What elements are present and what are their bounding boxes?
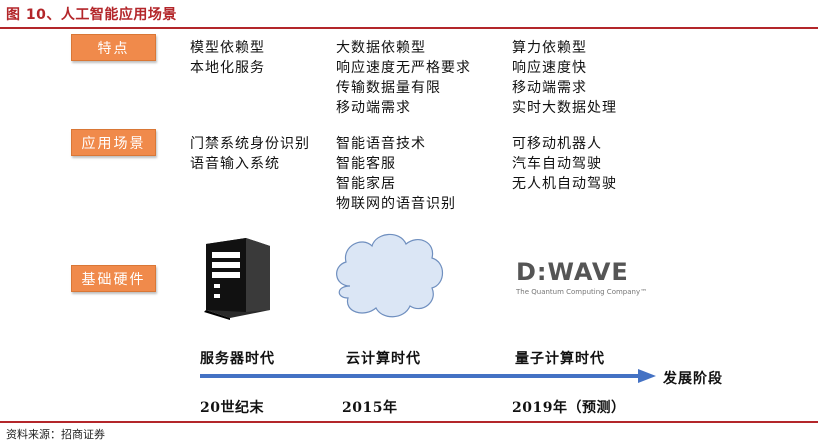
year-server: 20世纪末 <box>200 400 264 416</box>
features-item: 算力依赖型 <box>512 40 587 56</box>
scenarios-col-quantum: 可移动机器人 汽车自动驾驶 无人机自动驾驶 <box>512 134 617 194</box>
bottom-rule <box>0 421 818 423</box>
features-item: 实时大数据处理 <box>512 100 617 116</box>
top-rule <box>0 27 818 29</box>
features-item: 大数据依赖型 <box>336 40 426 56</box>
features-col-quantum: 算力依赖型 响应速度快 移动端需求 实时大数据处理 <box>512 38 617 118</box>
features-item: 模型依赖型 <box>190 40 265 56</box>
era-cloud: 云计算时代 <box>346 351 421 367</box>
timeline-label: 发展阶段 <box>663 371 723 387</box>
dwave-logo-tagline: The Quantum Computing Company™ <box>516 288 648 296</box>
dwave-logo: D:WAVE The Quantum Computing Company™ <box>516 260 647 296</box>
scenario-item: 可移动机器人 <box>512 136 602 152</box>
label-features: 特点 <box>71 34 156 61</box>
scenario-item: 智能语音技术 <box>336 136 426 152</box>
label-scenarios: 应用场景 <box>71 129 156 156</box>
scenario-item: 汽车自动驾驶 <box>512 156 602 172</box>
features-col-server: 模型依赖型 本地化服务 <box>190 38 265 78</box>
era-quantum: 量子计算时代 <box>515 351 605 367</box>
era-server: 服务器时代 <box>200 351 275 367</box>
scenario-item: 语音输入系统 <box>190 156 280 172</box>
features-item: 传输数据量有限 <box>336 80 441 96</box>
year-quantum: 2019年（预测） <box>512 400 626 416</box>
label-hardware: 基础硬件 <box>71 265 156 292</box>
features-col-cloud: 大数据依赖型 响应速度无严格要求 传输数据量有限 移动端需求 <box>336 38 471 118</box>
features-item: 本地化服务 <box>190 60 265 76</box>
features-item: 移动端需求 <box>336 100 411 116</box>
scenarios-col-cloud: 智能语音技术 智能客服 智能家居 物联网的语音识别 <box>336 134 456 214</box>
scenario-item: 门禁系统身份识别 <box>190 136 310 152</box>
scenario-item: 物联网的语音识别 <box>336 196 456 212</box>
features-item: 移动端需求 <box>512 80 587 96</box>
server-tower-icon <box>204 238 270 320</box>
source-note: 资料来源：招商证券 <box>6 428 105 441</box>
features-item: 响应速度无严格要求 <box>336 60 471 76</box>
features-item: 响应速度快 <box>512 60 587 76</box>
cloud-icon <box>336 233 444 318</box>
scenario-item: 智能客服 <box>336 156 396 172</box>
scenario-item: 无人机自动驾驶 <box>512 176 617 192</box>
scenarios-col-server: 门禁系统身份识别 语音输入系统 <box>190 134 310 174</box>
year-cloud: 2015年 <box>342 400 398 416</box>
figure-title: 图 10、人工智能应用场景 <box>6 7 177 23</box>
timeline-arrow <box>200 369 656 383</box>
scenario-item: 智能家居 <box>336 176 396 192</box>
dwave-logo-text: D:WAVE <box>516 258 629 286</box>
